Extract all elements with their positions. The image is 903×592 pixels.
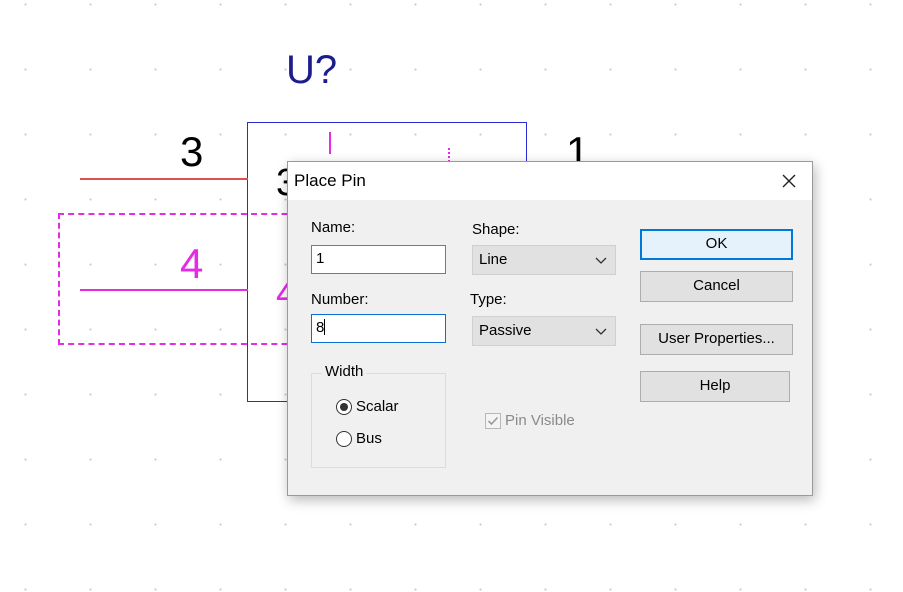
width-option-bus[interactable]: Bus: [336, 430, 382, 447]
ok-button[interactable]: OK: [640, 229, 793, 260]
chevron-down-icon: [595, 257, 607, 264]
radio-button[interactable]: [336, 430, 352, 447]
close-button[interactable]: [766, 162, 812, 200]
checkmark-icon: [487, 416, 499, 425]
pin-3-wire[interactable]: [80, 178, 248, 180]
width-group-label: Width: [322, 363, 367, 380]
width-option-scalar[interactable]: Scalar: [336, 398, 399, 415]
shape-select[interactable]: Line: [472, 245, 616, 275]
pin-marker-dotted: [448, 148, 450, 162]
name-field[interactable]: 1: [311, 245, 446, 274]
type-label: Type:: [470, 291, 507, 308]
name-label: Name:: [311, 219, 356, 236]
part-reference-label[interactable]: U?: [286, 48, 338, 92]
pin-marker: [329, 132, 331, 154]
type-select[interactable]: Passive: [472, 316, 616, 346]
pin-number-4: 4: [180, 240, 204, 287]
pin-visible-label: Pin Visible: [505, 412, 575, 429]
name-field-value: 1: [316, 250, 325, 267]
close-icon: [782, 174, 796, 188]
chevron-down-icon: [595, 328, 607, 335]
dialog-title: Place Pin: [294, 171, 366, 190]
width-groupbox: Width Scalar Bus: [311, 363, 446, 468]
shape-label: Shape:: [472, 221, 520, 238]
user-properties-button[interactable]: User Properties...: [640, 324, 793, 355]
cancel-button[interactable]: Cancel: [640, 271, 793, 302]
pin-visible-checkbox[interactable]: [485, 412, 501, 429]
bus-label: Bus: [356, 430, 382, 447]
dialog-titlebar[interactable]: Place Pin: [288, 162, 812, 200]
scalar-label: Scalar: [356, 398, 399, 415]
pin-4-wire[interactable]: [80, 289, 248, 291]
radio-button-checked[interactable]: [336, 398, 352, 415]
number-label: Number:: [311, 291, 369, 308]
number-field[interactable]: 8: [311, 314, 446, 343]
pin-visible-checkbox-row[interactable]: Pin Visible: [485, 412, 575, 429]
place-pin-dialog[interactable]: Place Pin Name: 1 Number: 8 Shape: Line …: [287, 161, 813, 496]
help-button[interactable]: Help: [640, 371, 790, 402]
shape-select-value: Line: [479, 251, 508, 268]
pin-number-3: 3: [180, 128, 204, 175]
text-caret: [324, 319, 326, 335]
type-select-value: Passive: [479, 322, 532, 339]
number-field-value: 8: [316, 319, 325, 336]
